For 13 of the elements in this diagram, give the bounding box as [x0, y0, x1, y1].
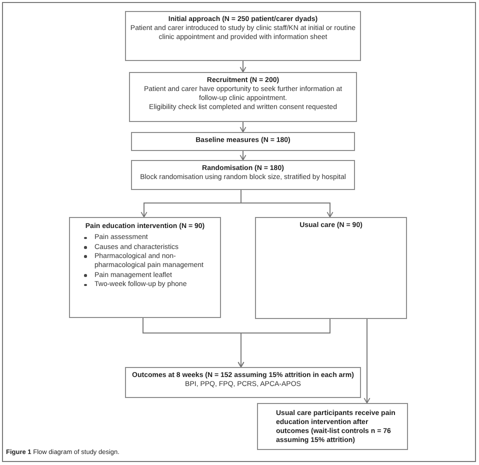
process-box — [125, 367, 361, 398]
process-box — [131, 160, 355, 190]
arrow — [240, 150, 246, 160]
arrow — [240, 60, 246, 72]
arrow — [240, 122, 246, 132]
process-box — [69, 217, 221, 318]
process-box — [125, 11, 361, 61]
arrow — [238, 318, 330, 368]
process-box — [257, 403, 408, 450]
process-box — [129, 72, 357, 122]
process-box — [255, 217, 407, 319]
arrow — [364, 318, 370, 404]
process-box — [131, 132, 355, 151]
